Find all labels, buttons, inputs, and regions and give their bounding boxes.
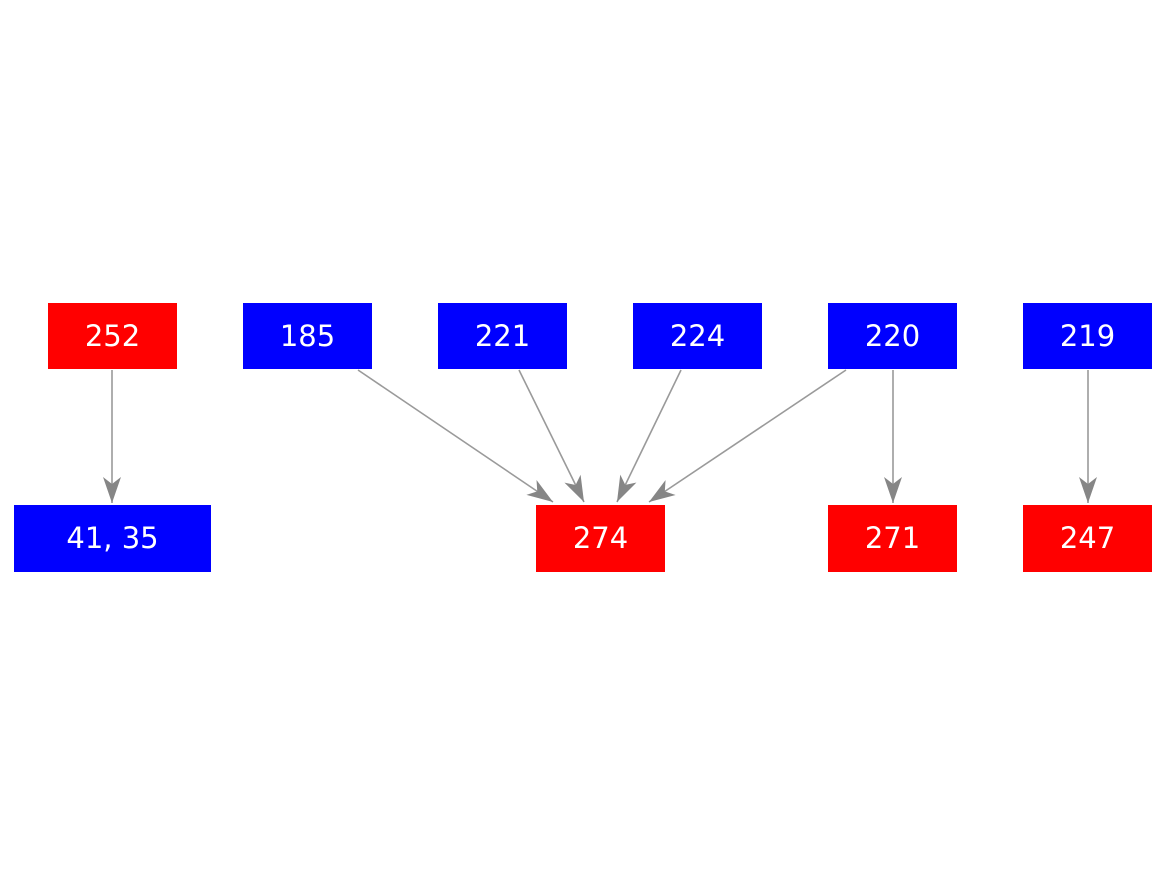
edge-224-to-274 (616, 369, 682, 503)
graph-node-247: 247 (1023, 505, 1152, 572)
graph-node-252: 252 (48, 303, 177, 369)
edge-221-to-274 (518, 369, 585, 503)
graph-node-41-35: 41, 35 (14, 505, 211, 572)
edge-185-to-274 (357, 369, 554, 503)
graph-node-185: 185 (243, 303, 372, 369)
graph-node-220: 220 (828, 303, 957, 369)
graph-node-219: 219 (1023, 303, 1152, 369)
edge-220-to-274 (648, 369, 847, 503)
graph-node-221: 221 (438, 303, 567, 369)
graph-node-271: 271 (828, 505, 957, 572)
graph-node-224: 224 (633, 303, 762, 369)
graph-node-274: 274 (536, 505, 665, 572)
